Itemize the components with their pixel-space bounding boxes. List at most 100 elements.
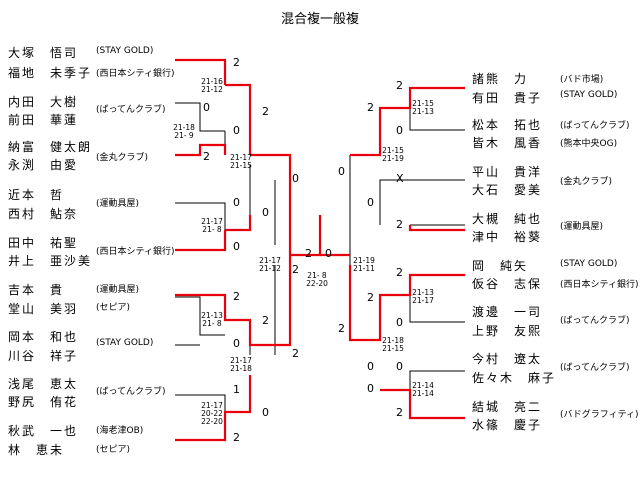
player-name: 内田 大樹: [8, 95, 79, 109]
games-won: 2: [396, 406, 403, 419]
games-won: 2: [233, 290, 240, 303]
games-won: 2: [367, 291, 374, 304]
games-won: 0: [233, 124, 240, 137]
player-name: 松本 拓也: [472, 118, 543, 132]
match-score: 21-18 21-15: [382, 336, 404, 353]
games-won: 0: [262, 406, 269, 419]
games-won: 2: [305, 247, 312, 260]
match-score: 21-17 20-22 22-20: [201, 401, 223, 426]
club-name: (金丸クラブ): [560, 177, 613, 187]
club-name: (運動具屋): [96, 285, 140, 295]
match-score: 21-17 21-12: [259, 256, 281, 273]
player-name: 結城 亮二: [472, 400, 543, 414]
games-won: 0: [325, 247, 332, 260]
club-name: (熊本中央OG): [560, 139, 618, 149]
player-name: 近本 哲: [8, 188, 65, 202]
club-name: (ばってんクラブ): [560, 363, 630, 373]
player-name: 岡 純矢: [472, 259, 529, 273]
club-name: (海老津OB): [96, 426, 144, 436]
club-name: (バドグラフィティ): [560, 410, 639, 420]
match-score: 21-19 21-11: [353, 256, 375, 273]
club-name: (セピア): [96, 303, 131, 313]
club-name: (STAY GOLD): [96, 338, 154, 348]
games-won: 2: [396, 218, 403, 231]
club-name: (ばってんクラブ): [96, 105, 166, 115]
games-won: 0: [396, 360, 403, 373]
games-won: 0: [367, 196, 374, 209]
player-name: 井上 亜沙美: [8, 254, 93, 268]
games-won: 0: [396, 316, 403, 329]
games-won: 2: [396, 79, 403, 92]
player-name: 永渕 由愛: [8, 158, 79, 172]
games-won: 0: [203, 101, 210, 114]
match-score: 21-15 21-13: [412, 99, 434, 116]
club-name: (西日本シティ銀行): [96, 69, 175, 79]
match-score: 21-14 21-14: [412, 381, 434, 398]
player-name: 渡邊 一司: [472, 305, 543, 319]
games-won: 0: [262, 206, 269, 219]
games-won: 0: [292, 172, 299, 185]
club-name: (STAY GOLD): [560, 259, 618, 269]
player-name: 大槻 純也: [472, 212, 543, 226]
games-won: 0: [233, 196, 240, 209]
games-won: 2: [203, 150, 210, 163]
club-name: (ばってんクラブ): [560, 316, 630, 326]
club-name: (セピア): [96, 445, 131, 455]
player-name: 皆木 風香: [472, 136, 543, 150]
games-won: 0: [367, 360, 374, 373]
games-won: 0: [396, 124, 403, 137]
match-score: 21-18 21- 9: [173, 123, 195, 140]
match-score: 21-17 21- 8: [201, 217, 223, 234]
player-name: 仮谷 志保: [472, 277, 543, 291]
games-won: 2: [396, 266, 403, 279]
club-name: (STAY GOLD): [96, 46, 154, 56]
club-name: (運動具屋): [560, 222, 604, 232]
player-name: 佐々木 麻子: [472, 371, 557, 385]
player-name: 津中 裕葵: [472, 230, 543, 244]
games-won: 2: [262, 105, 269, 118]
games-won: 2: [338, 322, 345, 335]
club-name: (金丸クラブ): [96, 153, 149, 163]
games-won: 0: [233, 337, 240, 350]
player-name: 大塚 悟司: [8, 46, 79, 60]
player-name: 水篠 慶子: [472, 418, 543, 432]
page-title: 混合複一般複: [280, 12, 359, 27]
games-won: 0: [338, 165, 345, 178]
player-name: 田中 祐聖: [8, 236, 79, 250]
player-name: 西村 鮎奈: [8, 207, 79, 221]
player-name: 林 恵未: [8, 443, 65, 457]
games-won: 2: [367, 101, 374, 114]
club-name: (西日本シティ銀行): [96, 247, 175, 257]
player-name: 有田 貴子: [472, 91, 543, 105]
player-name: 今村 遼太: [472, 352, 543, 366]
club-name: (バド市場): [560, 75, 604, 85]
player-name: 浅尾 恵太: [8, 377, 79, 391]
games-won: 2: [262, 314, 269, 327]
player-name: 前田 華蓮: [8, 113, 79, 127]
player-name: 平山 貴洋: [472, 165, 543, 179]
games-won: 2: [292, 347, 299, 360]
player-name: 大石 愛美: [472, 183, 543, 197]
games-won: 2: [292, 263, 299, 276]
games-won: 0: [233, 240, 240, 253]
club-name: (ばってんクラブ): [560, 121, 630, 131]
player-name: 野尻 侑花: [8, 395, 79, 409]
player-name: 吉本 貴: [8, 283, 65, 297]
player-name: 堂山 美羽: [8, 302, 79, 316]
match-score: 21-17 21-15: [230, 153, 252, 170]
player-name: 福地 未季子: [8, 66, 93, 80]
games-won: 0: [367, 382, 374, 395]
player-name: 上野 友熙: [472, 324, 543, 338]
match-score: 21-15 21-19: [382, 146, 404, 163]
player-name: 川谷 祥子: [8, 349, 79, 363]
games-won: 2: [233, 431, 240, 444]
games-won: X: [396, 172, 404, 185]
match-score: 21-16 21-12: [201, 77, 223, 94]
club-name: (西日本シティ銀行): [560, 280, 639, 290]
player-name: 納富 健太朗: [8, 140, 93, 154]
games-won: 2: [233, 56, 240, 69]
player-name: 岡本 和也: [8, 330, 79, 344]
club-name: (ばってんクラブ): [96, 387, 166, 397]
match-score: 21-13 21-17: [412, 288, 434, 305]
club-name: (運動具屋): [96, 199, 140, 209]
